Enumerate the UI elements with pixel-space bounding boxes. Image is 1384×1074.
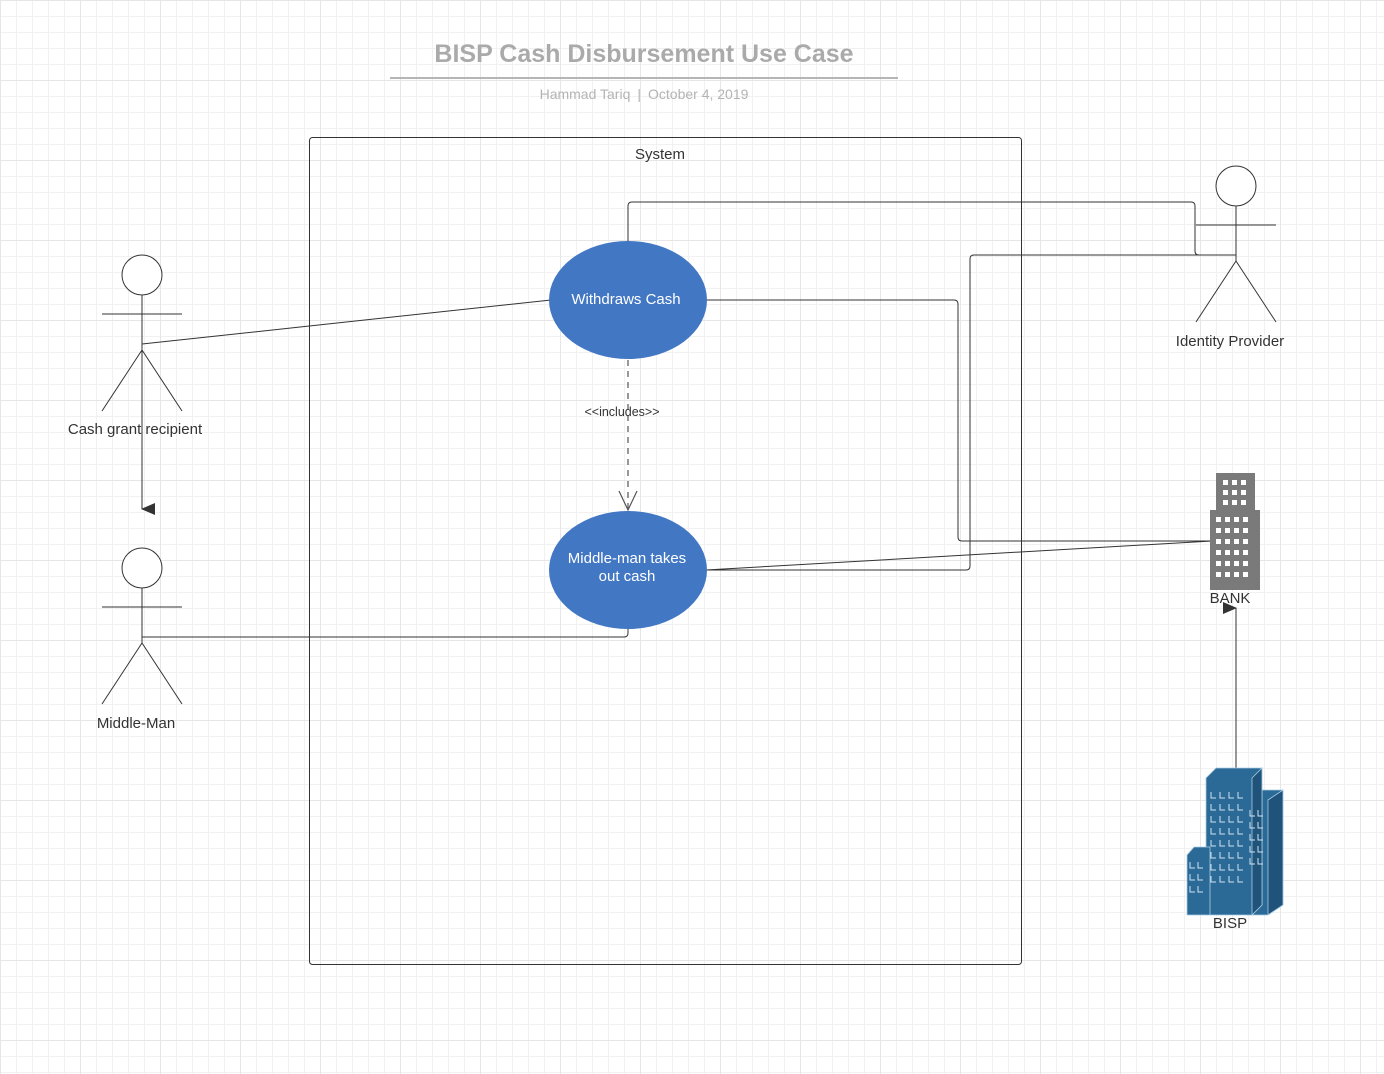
actor-cash-grant-recipient-label: Cash grant recipient (67, 421, 203, 438)
author-name: Hammad Tariq (539, 86, 631, 102)
includes-relationship[interactable] (618, 360, 638, 512)
bisp-buildings-icon[interactable] (1186, 767, 1284, 916)
association-middle-man-usecase[interactable] (142, 627, 629, 638)
association-recipient-withdraws[interactable] (141, 299, 552, 345)
title-underline (390, 77, 898, 79)
actor-bisp-label: BISP (1212, 915, 1248, 932)
association-middleman-identity-provider[interactable] (706, 254, 1236, 571)
system-boundary[interactable] (309, 137, 1022, 965)
diagram-date: October 4, 2019 (648, 86, 749, 102)
association-withdraws-bank[interactable] (706, 299, 1212, 542)
actor-middle-man-label: Middle-Man (96, 715, 176, 732)
association-withdraws-identity-provider[interactable] (627, 201, 1236, 256)
actor-identity-provider-figure[interactable] (1195, 165, 1277, 323)
association-middleman-bank[interactable] (705, 540, 1213, 571)
diagram-subtitle: Hammad Tariq | October 4, 2019 (391, 86, 897, 102)
diagram-title: BISP Cash Disbursement Use Case (434, 40, 854, 68)
system-label: System (634, 146, 685, 163)
use-case-middle-man-label: Middle-man takes out cash (567, 550, 687, 585)
bank-building-icon[interactable] (1210, 473, 1260, 590)
use-case-withdraws-cash[interactable] (549, 241, 707, 359)
use-case-middle-man-takes-out-cash[interactable] (549, 511, 707, 629)
actor-cash-grant-recipient-figure[interactable] (101, 254, 183, 412)
use-case-withdraws-cash-label: Withdraws Cash (571, 291, 681, 308)
includes-label: <<includes>> (584, 405, 660, 419)
connectors (141, 201, 1237, 768)
actor-identity-provider-label: Identity Provider (1175, 333, 1285, 350)
actor-middle-man-figure[interactable] (101, 547, 183, 705)
actor-bank-label: BANK (1209, 590, 1251, 607)
subtitle-separator: | (637, 86, 641, 102)
